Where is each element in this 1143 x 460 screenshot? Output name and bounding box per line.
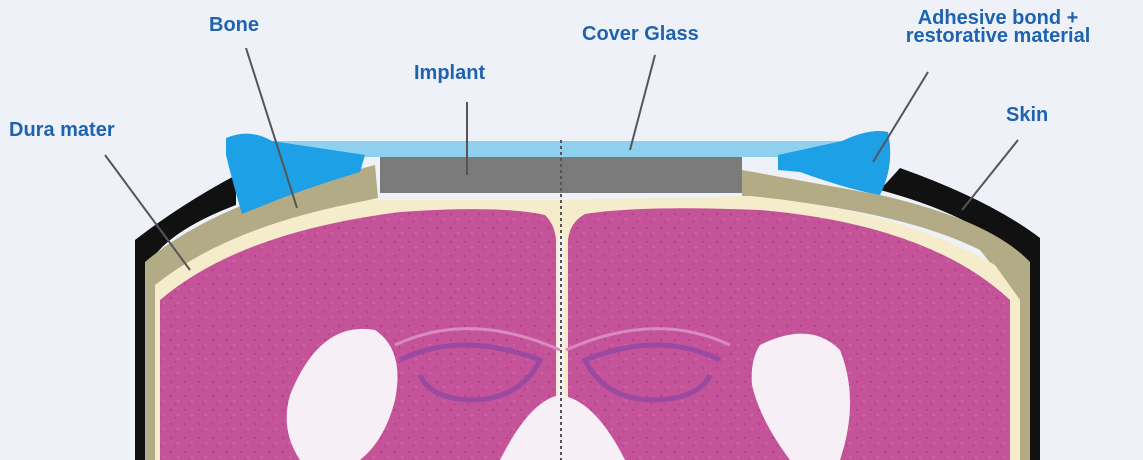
skin-leader <box>962 140 1018 210</box>
label-adhesive-line2: restorative material <box>858 27 1138 45</box>
cover-glass-leader <box>630 55 655 150</box>
label-implant: Implant <box>414 63 485 83</box>
label-cover-glass: Cover Glass <box>582 24 699 44</box>
label-adhesive: Adhesive bond + restorative material <box>858 9 1138 45</box>
label-bone: Bone <box>209 15 259 35</box>
adhesive-leader <box>873 72 928 162</box>
label-skin: Skin <box>1006 105 1048 125</box>
label-dura-mater: Dura mater <box>9 120 115 140</box>
